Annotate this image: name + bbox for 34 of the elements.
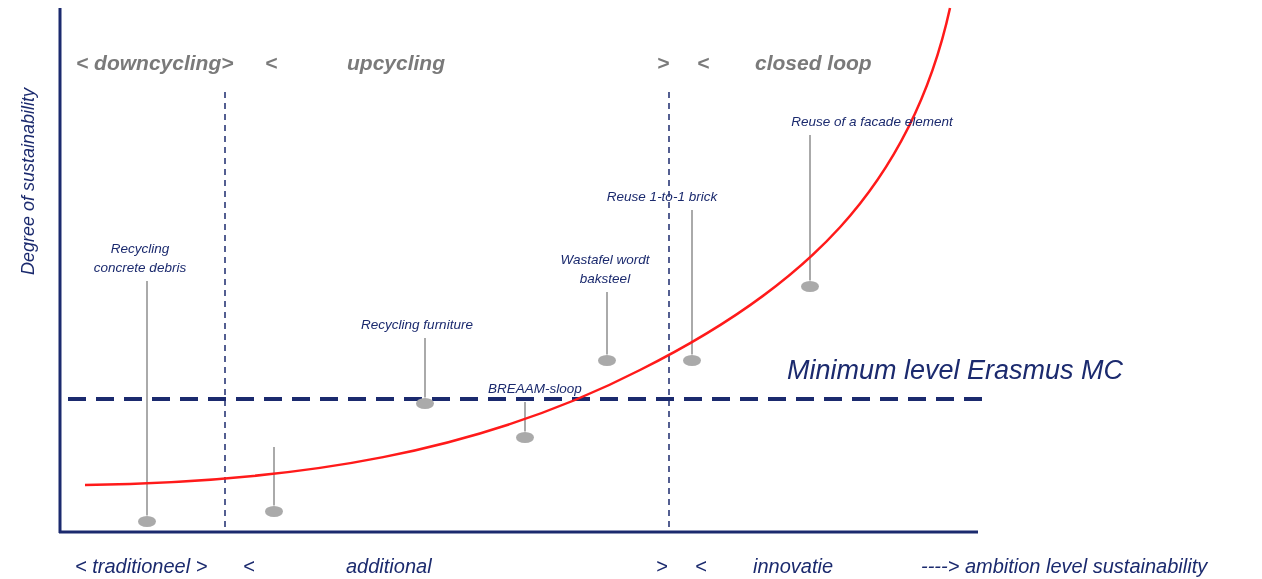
pin-dot bbox=[516, 431, 534, 443]
category-heading: upcycling bbox=[347, 51, 446, 75]
category-heading: < downcycling> bbox=[76, 51, 234, 75]
pin-dot bbox=[416, 397, 434, 409]
pin-dot bbox=[598, 354, 616, 366]
category-heading: < bbox=[265, 51, 278, 75]
pin-dot bbox=[683, 354, 701, 366]
category-heading: closed loop bbox=[755, 51, 872, 75]
axis-category-label: additional bbox=[346, 555, 432, 578]
threshold-label: Minimum level Erasmus MC bbox=[787, 355, 1124, 386]
leader-line bbox=[524, 401, 526, 433]
axis-category-label: innovatie bbox=[753, 555, 834, 578]
leader-line bbox=[273, 446, 275, 507]
category-heading: < bbox=[697, 51, 710, 75]
axis-category-label: < bbox=[243, 555, 255, 578]
axis-category-label: > bbox=[656, 555, 668, 578]
pin-dot bbox=[265, 505, 283, 517]
pin-dot bbox=[138, 515, 156, 527]
category-heading: > bbox=[657, 51, 670, 75]
axis-category-label: < traditioneel > bbox=[75, 555, 208, 578]
leader-line bbox=[424, 337, 426, 399]
example-label: Reuse 1-to-1 brick bbox=[587, 187, 737, 206]
example-label: Recycling furniture bbox=[342, 315, 492, 334]
example-label: BREAAM-sloop bbox=[475, 379, 595, 398]
leader-line bbox=[146, 280, 148, 517]
leader-line bbox=[691, 209, 693, 356]
axis-category-label: ----> ambition level sustainability bbox=[921, 555, 1208, 578]
example-label: Wastafel wordt baksteel bbox=[540, 250, 670, 288]
pin-dot bbox=[801, 280, 819, 292]
axis-title: Degree of sustainability bbox=[18, 87, 39, 275]
axis-category-label: < bbox=[695, 555, 707, 578]
example-label: Recycling concrete debris bbox=[84, 239, 196, 277]
leader-line bbox=[809, 134, 811, 282]
leader-line bbox=[606, 291, 608, 356]
